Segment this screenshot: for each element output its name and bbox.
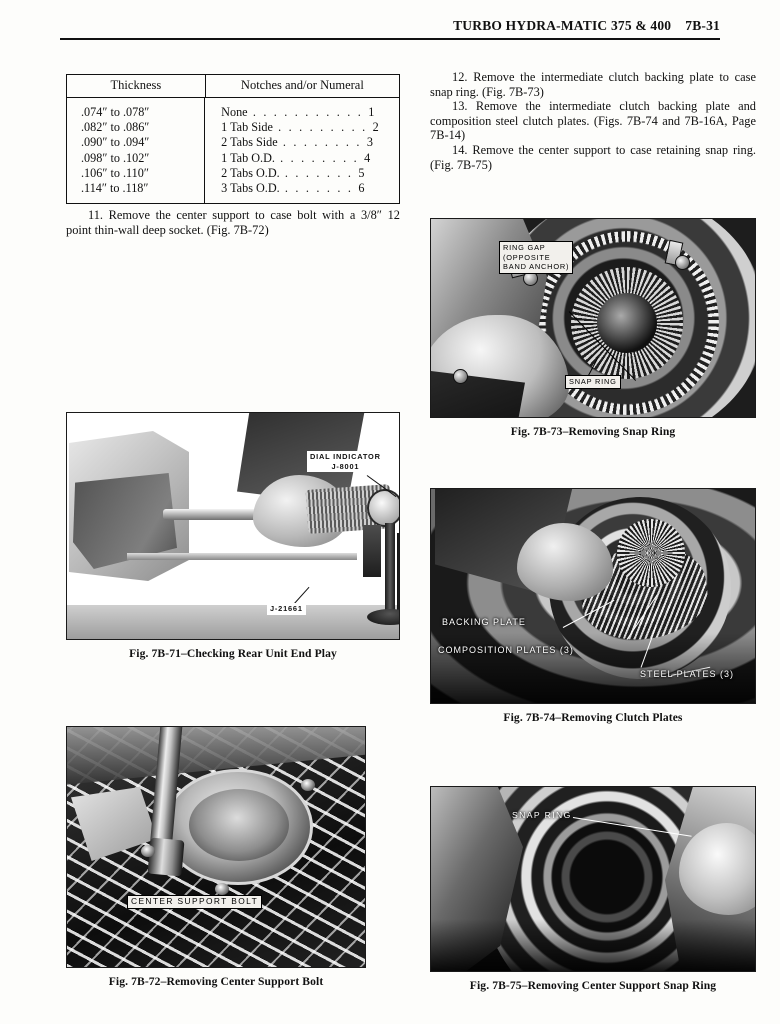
photo-checking-rear-unit-end-play: DIAL INDICATOR J-8001 J-21661 <box>66 412 400 640</box>
notch-label: None <box>221 105 248 119</box>
step-14-paragraph: 14. Remove the center support to case re… <box>430 142 756 172</box>
caption-7b-74: Fig. 7B-74–Removing Clutch Plates <box>503 711 683 724</box>
leader-dots: . . . . . . . . . <box>272 120 373 135</box>
numeral: 3 <box>366 135 373 150</box>
technician-hand-illustration <box>517 523 613 601</box>
photo-removing-snap-ring: RING GAP (OPPOSITE BAND ANCHOR) SNAP RIN… <box>430 218 756 418</box>
bolt-hole-illustration <box>453 369 468 384</box>
running-head-title: TURBO HYDRA-MATIC 375 & 400 <box>453 18 672 33</box>
notch-label: 2 Tabs Side <box>221 135 278 150</box>
column-header-notches: Notches and/or Numeral <box>240 78 364 92</box>
spline-hub-illustration <box>617 519 685 587</box>
figure-7b-74: BACKING PLATE COMPOSITION PLATES (3) STE… <box>430 488 756 724</box>
photo-shadow-overlay <box>431 919 755 971</box>
label-center-support-bolt: CENTER SUPPORT BOLT <box>127 895 263 909</box>
photo-removing-center-support-bolt: CENTER SUPPORT BOLT <box>66 726 366 968</box>
header-divider <box>60 38 720 40</box>
photo-removing-clutch-plates: BACKING PLATE COMPOSITION PLATES (3) STE… <box>430 488 756 704</box>
thickness-column: .074″ to .078″ .082″ to .086″ .090″ to .… <box>67 98 206 204</box>
thickness-spec-table: Thickness Notches and/or Numeral .074″ t… <box>66 74 400 205</box>
step-11-paragraph: 11. Remove the center support to case bo… <box>66 208 400 237</box>
caption-7b-73: Fig. 7B-73–Removing Snap Ring <box>510 425 676 438</box>
table-row: 2 Tabs O.D. . . . . . . . 5 <box>205 166 399 181</box>
label-steel-plates: STEEL PLATES (3) <box>640 669 735 679</box>
bolt-hole-illustration <box>215 883 229 895</box>
magnetic-base-illustration <box>367 609 399 625</box>
support-rail-illustration <box>127 553 357 560</box>
label-snap-ring: SNAP RING <box>512 810 572 820</box>
running-head: TURBO HYDRA-MATIC 375 & 400 7B-31 <box>60 18 720 34</box>
socket-head-illustration <box>147 837 185 877</box>
leader-dots: . . . . . . . <box>279 165 359 180</box>
bolt-hole-illustration <box>141 845 155 857</box>
table-row: .114″ to .118″ <box>81 181 149 196</box>
label-backing-plate: BACKING PLATE <box>442 617 526 627</box>
numeral: 6 <box>358 181 365 196</box>
table-row: 2 Tabs Side . . . . . . . . 3 <box>205 135 399 150</box>
table-row: .082″ to .086″ <box>81 120 150 135</box>
indicator-post-illustration <box>385 523 395 623</box>
table-row: None . . . . . . . . . . . 1 <box>205 105 399 120</box>
figure-7b-75: SNAP RING Fig. 7B-75–Removing Center Sup… <box>430 786 756 992</box>
leader-dots: . . . . . . . <box>279 181 359 196</box>
center-hub-illustration <box>597 293 657 353</box>
label-composition-plates: COMPOSITION PLATES (3) <box>438 645 574 655</box>
bolt-hole-illustration <box>675 255 690 270</box>
numeral: 4 <box>364 150 371 165</box>
numeral: 5 <box>358 165 365 180</box>
table-header-row: Thickness Notches and/or Numeral <box>67 75 399 98</box>
leader-dots: . . . . . . . . <box>277 135 367 150</box>
table-row: .106″ to .110″ <box>81 165 149 180</box>
label-dial-indicator: DIAL INDICATOR J-8001 <box>307 451 384 472</box>
caption-7b-71: Fig. 7B-71–Checking Rear Unit End Play <box>129 647 337 660</box>
notch-label: 3 Tabs O.D. <box>221 181 280 196</box>
notch-label: 1 Tab Side <box>221 120 273 135</box>
table-row: 1 Tab Side . . . . . . . . . 2 <box>205 120 399 135</box>
tool-j21661-illustration <box>397 533 399 615</box>
table-row: .090″ to .094″ <box>81 135 150 150</box>
table-row: 1 Tab O.D. . . . . . . . . 4 <box>205 151 399 166</box>
step-12-paragraph: 12. Remove the intermediate clutch backi… <box>430 70 756 99</box>
bolt-hole-illustration <box>301 779 315 791</box>
notch-label: 1 Tab O.D. <box>221 150 275 165</box>
notch-label: 2 Tabs O.D. <box>221 165 280 180</box>
figure-7b-73: RING GAP (OPPOSITE BAND ANCHOR) SNAP RIN… <box>430 218 756 438</box>
leader-dots: . . . . . . . . . . . <box>247 105 369 119</box>
notches-column: None . . . . . . . . . . . 1 1 Tab Side … <box>205 98 399 203</box>
technician-hand-illustration <box>679 823 755 915</box>
label-tool-number: J-21661 <box>267 603 306 615</box>
caption-7b-72: Fig. 7B-72–Removing Center Support Bolt <box>108 975 324 988</box>
photo-removing-center-support-snap-ring: SNAP RING <box>430 786 756 972</box>
table-row: 3 Tabs O.D. . . . . . . . 6 <box>205 181 399 196</box>
figure-7b-72: CENTER SUPPORT BOLT Fig. 7B-72–Removing … <box>66 726 366 988</box>
numeral: 1 <box>368 105 375 119</box>
right-column-text: 12. Remove the intermediate clutch backi… <box>430 70 756 172</box>
step-13-paragraph: 13. Remove the intermediate clutch backi… <box>430 99 756 143</box>
left-column-text: 11. Remove the center support to case bo… <box>66 208 400 237</box>
label-snap-ring: SNAP RING <box>565 375 621 389</box>
table-row: .098″ to .102″ <box>81 150 150 165</box>
figure-7b-71: DIAL INDICATOR J-8001 J-21661 Fig. 7B-71… <box>66 412 400 660</box>
boss-inner-bore-illustration <box>189 789 289 861</box>
table-body: .074″ to .078″ .082″ to .086″ .090″ to .… <box>67 98 399 204</box>
bench-surface-illustration <box>67 605 399 639</box>
label-ring-gap: RING GAP (OPPOSITE BAND ANCHOR) <box>499 241 574 274</box>
page-number: 7B-31 <box>685 18 720 33</box>
table-row: .074″ to .078″ <box>81 105 150 119</box>
column-header-thickness: Thickness <box>67 75 206 97</box>
indicator-clamp-illustration <box>363 525 381 577</box>
leader-dots: . . . . . . . . <box>274 150 365 165</box>
caption-7b-75: Fig. 7B-75–Removing Center Support Snap … <box>469 979 717 992</box>
numeral: 2 <box>372 120 379 135</box>
